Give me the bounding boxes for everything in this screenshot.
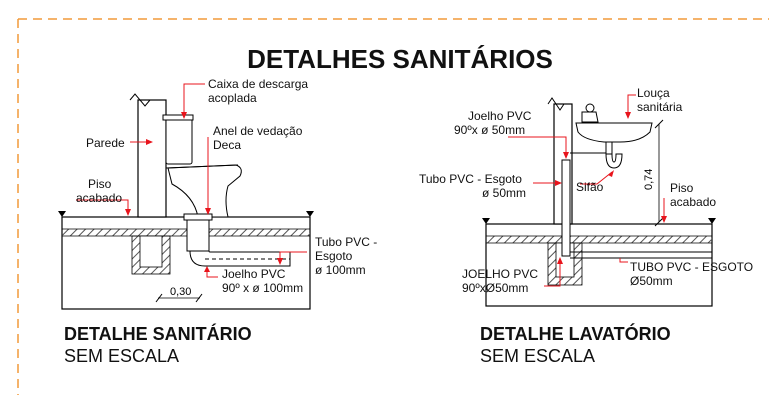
sheet-frame — [17, 18, 769, 395]
label-tubo-esgoto-bottom: TUBO PVC - ESGOTO Ø50mm — [630, 260, 756, 288]
sink — [575, 103, 653, 169]
label-joelho-left: Joelho PVC 90º x ø 100mm — [222, 267, 303, 295]
left-sewer-pipe — [183, 213, 291, 267]
page-title: DETALHES SANITÁRIOS — [247, 44, 553, 74]
right-caption-title: DETALHE LAVATÓRIO — [480, 323, 671, 344]
label-piso-acabado-left: Piso acabado — [76, 177, 122, 205]
label-anel-vedacao: Anel de vedação Deca — [213, 124, 306, 152]
right-vertical-pipe — [561, 159, 571, 257]
left-wall — [137, 99, 167, 218]
left-detail: 0,30 Caixa de descarga acoplada Parede A… — [58, 77, 381, 366]
right-detail: 0,74 Joelho PVC 90ºx ø 50mm Louça sanitá… — [419, 86, 756, 366]
left-caption-scale: SEM ESCALA — [64, 346, 179, 366]
label-tubo-esgoto-left: Tubo PVC - Esgoto ø 100mm — [315, 235, 381, 277]
label-joelho-right: Joelho PVC 90ºx ø 50mm — [454, 109, 535, 137]
label-joelho-bottom: JOELHO PVC 90ºxØ50mm — [462, 267, 541, 295]
label-piso-acabado-right: Piso acabado — [670, 181, 716, 209]
right-floor-hatch — [486, 236, 712, 243]
toilet — [162, 114, 242, 218]
label-caixa-descarga: Caixa de descarga acoplada — [208, 77, 311, 105]
left-caption-title: DETALHE SANITÁRIO — [64, 323, 252, 344]
label-tubo-esgoto-right: Tubo PVC - Esgoto ø 50mm — [419, 172, 526, 200]
label-parede: Parede — [86, 136, 125, 150]
left-dim-label: 0,30 — [170, 286, 191, 298]
right-dim-label: 0,74 — [643, 169, 655, 190]
label-sifao: Sifão — [576, 180, 604, 194]
label-louca-sanitaria: Louça sanitária — [637, 86, 683, 114]
left-floor-hatch — [62, 229, 310, 236]
right-caption-scale: SEM ESCALA — [480, 346, 595, 366]
